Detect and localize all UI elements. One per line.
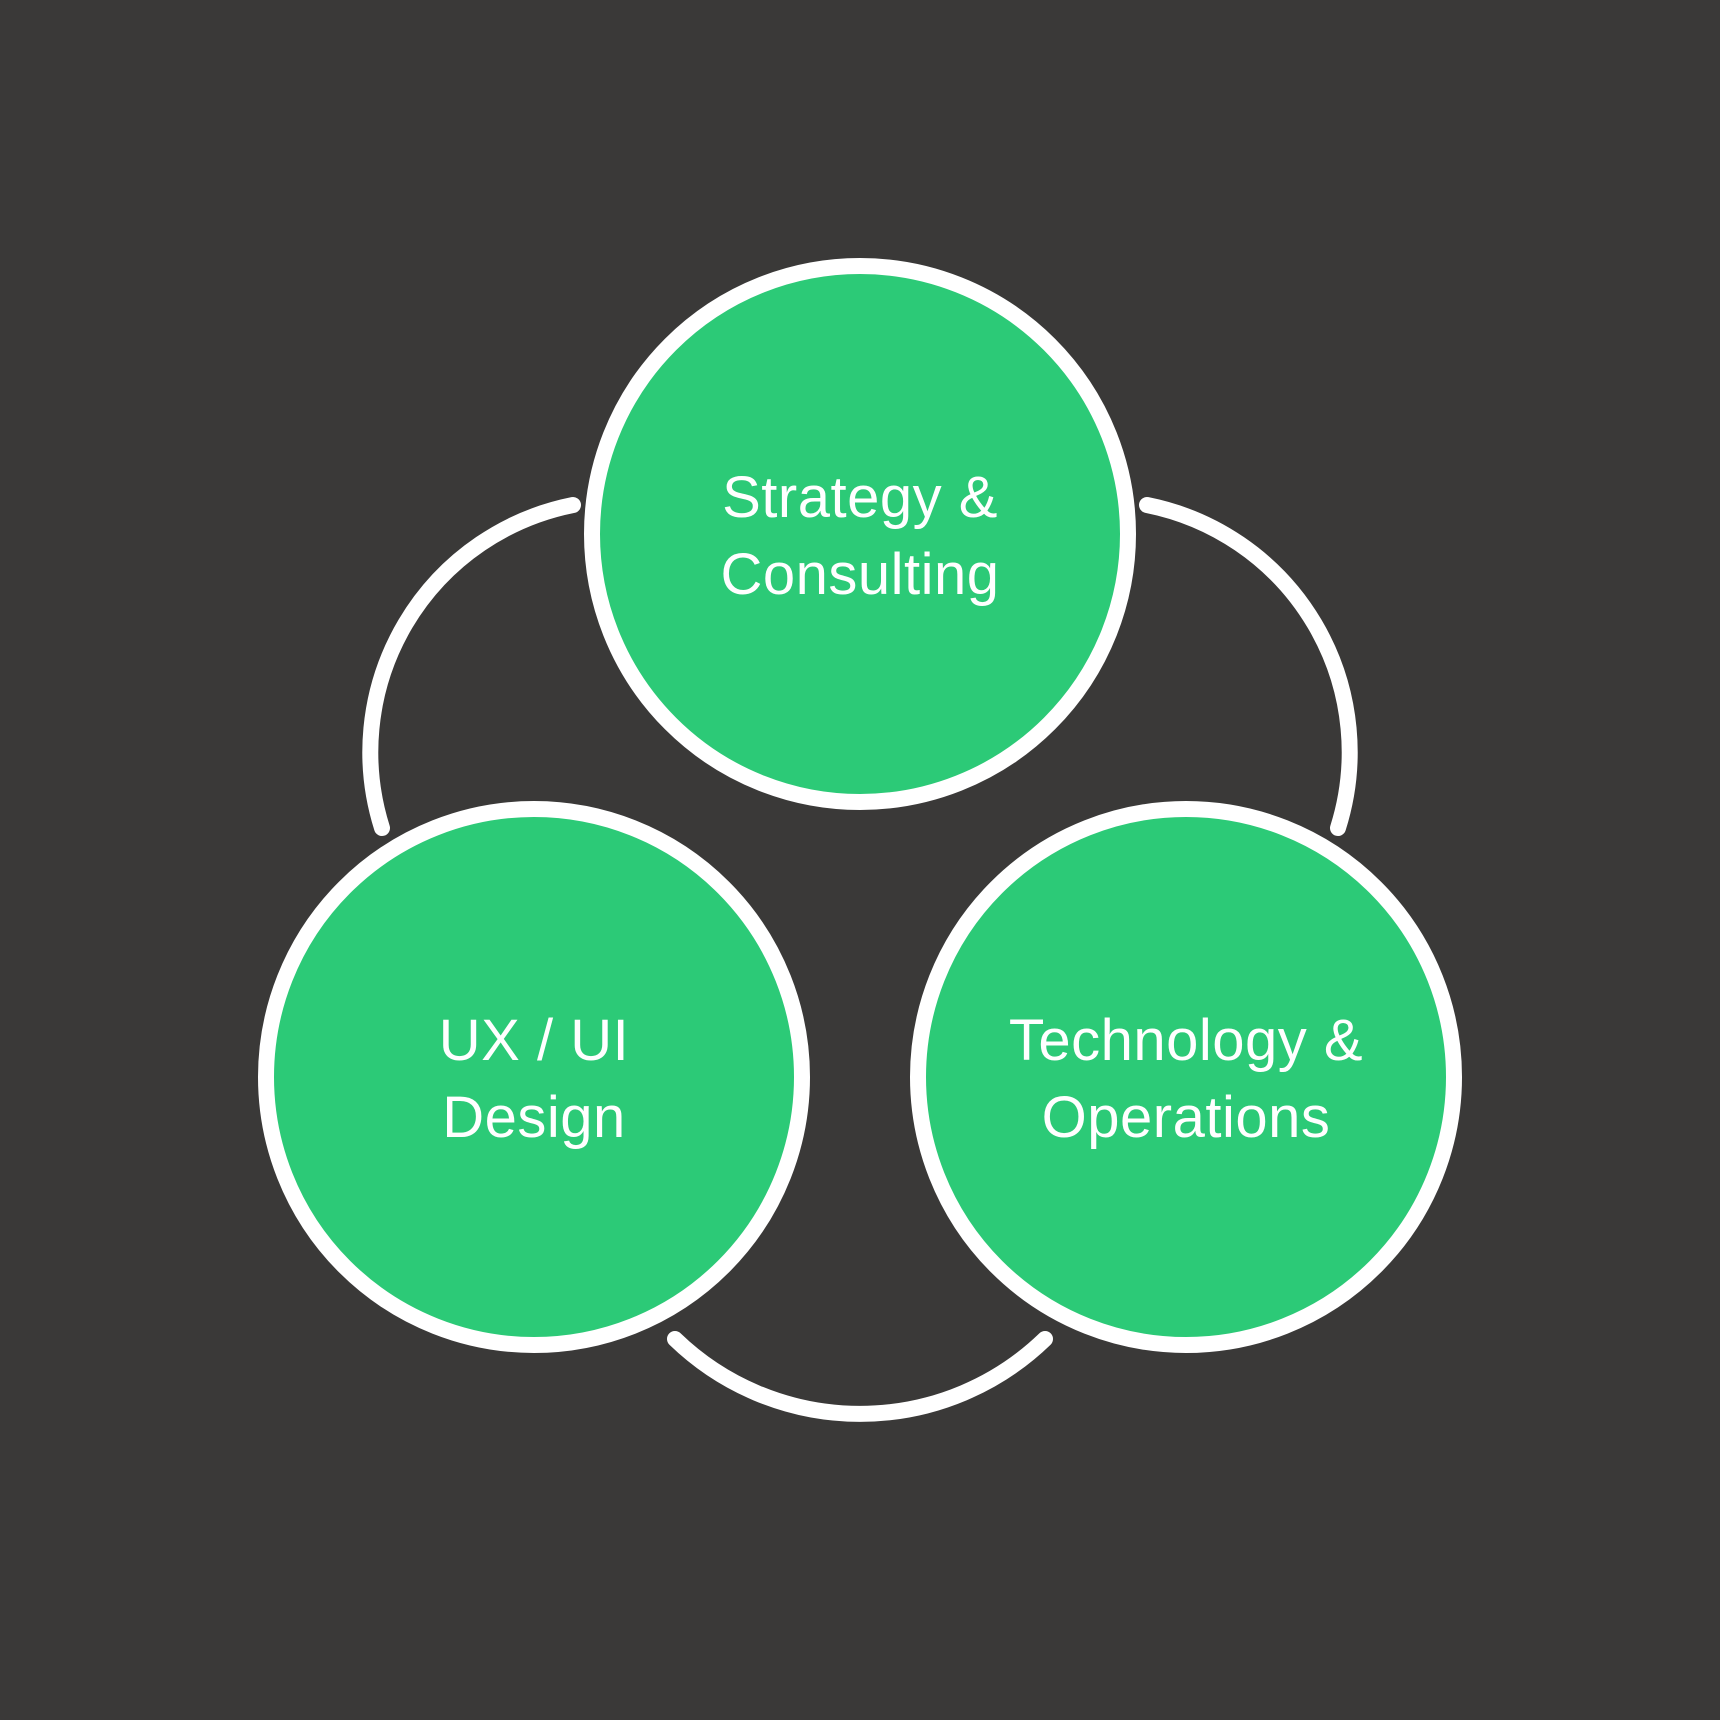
label-ux-ui-design: UX / UI Design [439, 1002, 629, 1156]
connector-ring-arc-left [362, 497, 581, 836]
circle-technology-operations [910, 801, 1462, 1353]
circle-strategy-consulting [584, 258, 1136, 810]
label-technology-operations-line1: Technology & [1008, 1008, 1364, 1073]
label-technology-operations-line2: Operations [1041, 1085, 1331, 1150]
label-ux-ui-design-line2: Design [442, 1085, 626, 1150]
label-strategy-consulting-line1: Strategy & [722, 465, 998, 530]
circle-ux-ui-design [258, 801, 810, 1353]
connector-ring-arc-right [1139, 497, 1358, 836]
label-technology-operations: Technology & Operations [1009, 1002, 1363, 1156]
label-strategy-consulting-line2: Consulting [720, 542, 1000, 607]
label-strategy-consulting: Strategy & Consulting [720, 459, 999, 613]
label-ux-ui-design-line1: UX / UI [438, 1008, 630, 1073]
connector-ring-arc-bottom [667, 1331, 1053, 1422]
